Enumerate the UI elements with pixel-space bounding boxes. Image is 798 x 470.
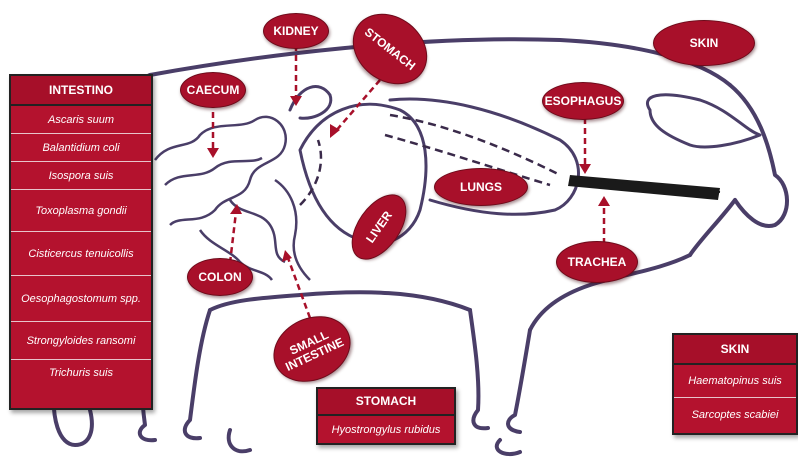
kidney-label: KIDNEY <box>263 13 329 49</box>
stomach-panel-title: STOMACH <box>318 389 454 416</box>
intestino-parasite-item: Ascaris suum <box>11 106 151 134</box>
skin-panel-title: SKIN <box>674 335 796 365</box>
esophagus-label: ESOPHAGUS <box>542 82 624 120</box>
intestino-panel-title: INTESTINO <box>11 76 151 106</box>
lungs-label: LUNGS <box>434 168 528 206</box>
caecum-label: CAECUM <box>180 72 246 108</box>
intestino-parasite-item: Strongyloides ransomi <box>11 322 151 360</box>
skin-parasite-panel: SKIN Haematopinus suis Sarcoptes scabiei <box>672 333 798 435</box>
skin-parasite-item: Sarcoptes scabiei <box>674 398 796 431</box>
intestino-parasite-item: Trichuris suis <box>11 360 151 386</box>
skin-label: SKIN <box>653 20 755 66</box>
intestino-parasite-item: Balantidium coli <box>11 134 151 162</box>
stomach-parasite-item: Hyostrongylus rubidus <box>318 416 454 443</box>
intestino-parasite-panel: INTESTINO Ascaris suum Balantidium coli … <box>9 74 153 410</box>
intestino-parasite-item: Toxoplasma gondii <box>11 190 151 232</box>
trachea-label: TRACHEA <box>556 241 638 283</box>
colon-label: COLON <box>187 258 253 296</box>
intestino-parasite-item: Oesophagostomum spp. <box>11 276 151 322</box>
stomach-parasite-panel: STOMACH Hyostrongylus rubidus <box>316 387 456 445</box>
skin-parasite-item: Haematopinus suis <box>674 365 796 398</box>
intestino-parasite-item: Isospora suis <box>11 162 151 190</box>
intestino-parasite-item: Cisticercus tenuicollis <box>11 232 151 276</box>
